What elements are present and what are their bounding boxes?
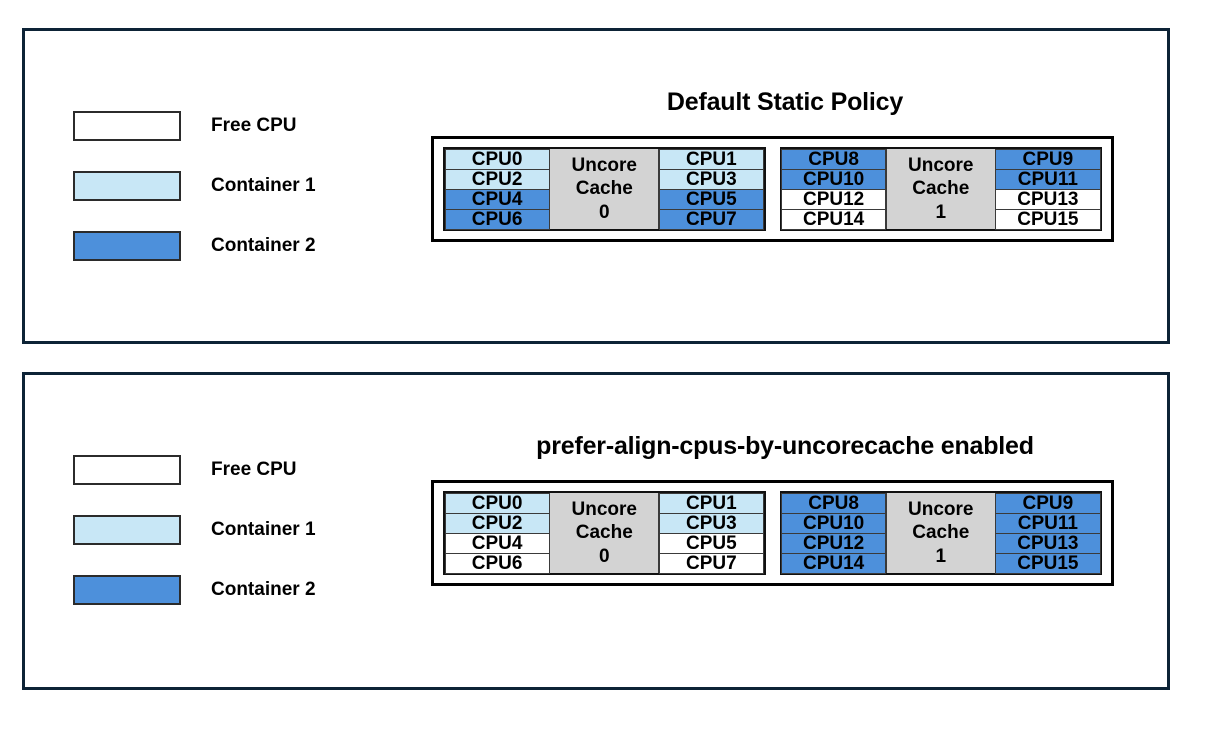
cpu-cell: CPU7: [658, 208, 764, 230]
cpu-cell: CPU8: [781, 148, 887, 170]
legend-swatch-free-cpu: [73, 111, 181, 141]
panel-default-static-policy: Default Static Policy Free CPU Container…: [22, 28, 1170, 344]
cpu-column-right: CPU9 CPU11 CPU13 CPU15: [995, 492, 1101, 574]
legend-item-container-2: Container 2: [73, 573, 316, 607]
legend-label-container-1: Container 1: [211, 519, 316, 540]
cpu-cell: CPU12: [781, 188, 887, 210]
legend-label-container-1: Container 1: [211, 175, 316, 196]
legend-item-container-1: Container 1: [73, 169, 316, 203]
cpu-cell: CPU8: [781, 492, 887, 514]
legend: Free CPU Container 1 Container 2: [73, 109, 316, 289]
cpu-cell: CPU14: [781, 552, 887, 574]
legend-item-container-2: Container 2: [73, 229, 316, 263]
cpu-column-right: CPU1 CPU3 CPU5 CPU7: [658, 148, 764, 230]
uncore-cache-block: Uncore Cache 0: [549, 493, 660, 573]
uncore-cache-block: Uncore Cache 1: [885, 149, 996, 229]
cpu-cell: CPU4: [444, 532, 550, 554]
legend-swatch-container-1: [73, 171, 181, 201]
cpu-cell: CPU3: [658, 168, 764, 190]
legend-label-free-cpu: Free CPU: [211, 115, 297, 136]
legend: Free CPU Container 1 Container 2: [73, 453, 316, 633]
legend-label-free-cpu: Free CPU: [211, 459, 297, 480]
uncore-cache-index: 0: [598, 201, 610, 223]
cpu-cell: CPU9: [995, 148, 1101, 170]
legend-label-container-2: Container 2: [211, 235, 316, 256]
legend-swatch-container-2: [73, 231, 181, 261]
page-title: Default Static Policy: [666, 87, 904, 116]
page-title: prefer-align-cpus-by-uncorecache enabled: [536, 431, 1034, 460]
cpu-cell: CPU9: [995, 492, 1101, 514]
uncore-cache-index: 0: [598, 545, 610, 567]
cpu-cell: CPU0: [444, 492, 550, 514]
uncore-cache-group-1: CPU8 CPU10 CPU12 CPU14 Uncore Cache 1 CP…: [779, 491, 1102, 575]
legend-item-free-cpu: Free CPU: [73, 109, 316, 143]
cpu-cell: CPU6: [444, 552, 550, 574]
legend-label-container-2: Container 2: [211, 579, 316, 600]
cpu-cell: CPU10: [781, 168, 887, 190]
uncore-cache-line2: Cache: [912, 522, 970, 544]
uncore-cache-line1: Uncore: [571, 499, 637, 521]
cpu-cell: CPU11: [995, 512, 1101, 534]
uncore-cache-index: 1: [935, 545, 947, 567]
cpu-cell: CPU10: [781, 512, 887, 534]
uncore-cache-line1: Uncore: [908, 499, 974, 521]
uncore-cache-line1: Uncore: [571, 155, 637, 177]
cpu-cell: CPU11: [995, 168, 1101, 190]
cpu-column-left: CPU8 CPU10 CPU12 CPU14: [781, 492, 887, 574]
cpu-cell: CPU2: [444, 512, 550, 534]
cpu-cell: CPU5: [658, 532, 764, 554]
cpu-cell: CPU3: [658, 512, 764, 534]
cpu-cell: CPU13: [995, 532, 1101, 554]
cpu-topology-grid: CPU0 CPU2 CPU4 CPU6 Uncore Cache 0 CPU1 …: [431, 480, 1114, 586]
cpu-cell: CPU6: [444, 208, 550, 230]
cpu-cell: CPU4: [444, 188, 550, 210]
cpu-column-right: CPU9 CPU11 CPU13 CPU15: [995, 148, 1101, 230]
legend-item-container-1: Container 1: [73, 513, 316, 547]
cpu-topology-grid: CPU0 CPU2 CPU4 CPU6 Uncore Cache 0 CPU1 …: [431, 136, 1114, 242]
uncore-cache-index: 1: [935, 201, 947, 223]
cpu-cell: CPU13: [995, 188, 1101, 210]
cpu-column-left: CPU8 CPU10 CPU12 CPU14: [781, 148, 887, 230]
uncore-cache-line2: Cache: [575, 178, 633, 200]
cpu-column-left: CPU0 CPU2 CPU4 CPU6: [444, 148, 550, 230]
cpu-cell: CPU0: [444, 148, 550, 170]
uncore-cache-line2: Cache: [575, 522, 633, 544]
uncore-cache-line1: Uncore: [908, 155, 974, 177]
panel-prefer-align-cpus-by-uncorecache: prefer-align-cpus-by-uncorecache enabled…: [22, 372, 1170, 690]
cpu-cell: CPU2: [444, 168, 550, 190]
cpu-cell: CPU1: [658, 148, 764, 170]
cpu-cell: CPU14: [781, 208, 887, 230]
uncore-cache-group-1: CPU8 CPU10 CPU12 CPU14 Uncore Cache 1 CP…: [779, 147, 1102, 231]
cpu-cell: CPU15: [995, 552, 1101, 574]
uncore-cache-line2: Cache: [912, 178, 970, 200]
legend-item-free-cpu: Free CPU: [73, 453, 316, 487]
cpu-cell: CPU7: [658, 552, 764, 574]
cpu-column-right: CPU1 CPU3 CPU5 CPU7: [658, 492, 764, 574]
legend-swatch-container-1: [73, 515, 181, 545]
uncore-cache-block: Uncore Cache 0: [549, 149, 660, 229]
uncore-cache-block: Uncore Cache 1: [885, 493, 996, 573]
cpu-column-left: CPU0 CPU2 CPU4 CPU6: [444, 492, 550, 574]
uncore-cache-group-0: CPU0 CPU2 CPU4 CPU6 Uncore Cache 0 CPU1 …: [443, 491, 766, 575]
cpu-cell: CPU15: [995, 208, 1101, 230]
legend-swatch-container-2: [73, 575, 181, 605]
uncore-cache-group-0: CPU0 CPU2 CPU4 CPU6 Uncore Cache 0 CPU1 …: [443, 147, 766, 231]
cpu-cell: CPU12: [781, 532, 887, 554]
cpu-cell: CPU1: [658, 492, 764, 514]
legend-swatch-free-cpu: [73, 455, 181, 485]
cpu-cell: CPU5: [658, 188, 764, 210]
